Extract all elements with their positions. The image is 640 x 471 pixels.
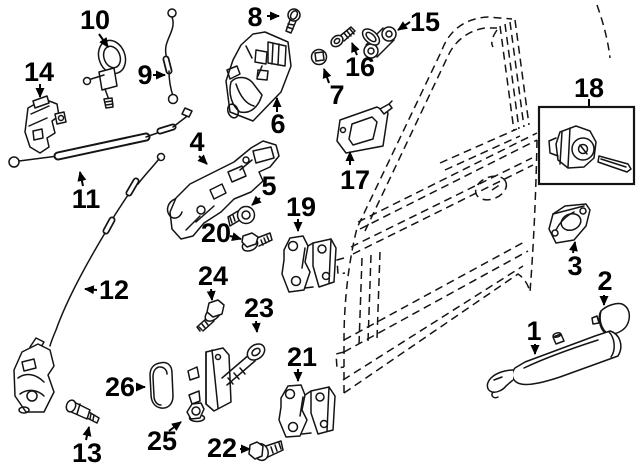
part-19-upper-hinge-drawing bbox=[281, 235, 337, 293]
callout-26[interactable]: 26 bbox=[105, 372, 146, 402]
part-8-screw-drawing bbox=[285, 8, 301, 34]
callout-10[interactable]: 10 bbox=[80, 5, 110, 48]
callout-18[interactable]: 18 bbox=[574, 73, 604, 106]
part-15-striker-drawing bbox=[361, 26, 397, 59]
callout-14-label[interactable]: 14 bbox=[24, 57, 54, 87]
part-16-bolt-drawing bbox=[330, 26, 356, 48]
part-1-exterior-handle-drawing bbox=[486, 330, 622, 399]
callout-4-label[interactable]: 4 bbox=[189, 127, 204, 157]
callout-3[interactable]: 3 bbox=[567, 241, 583, 281]
callout-22-label[interactable]: 22 bbox=[207, 433, 237, 463]
part-13-bolt-drawing bbox=[65, 399, 100, 424]
callout-7-label[interactable]: 7 bbox=[329, 80, 344, 110]
key-blank-drawing bbox=[597, 155, 632, 173]
callout-14[interactable]: 14 bbox=[24, 57, 54, 98]
callout-4[interactable]: 4 bbox=[189, 127, 208, 165]
callout-20-label[interactable]: 20 bbox=[201, 218, 231, 248]
part-23-check-strap-drawing bbox=[187, 343, 266, 412]
callout-6[interactable]: 6 bbox=[270, 97, 286, 139]
callout-8-label[interactable]: 8 bbox=[247, 2, 262, 32]
part-12-cable-latch-drawing bbox=[13, 152, 166, 414]
callout-20[interactable]: 20 bbox=[201, 218, 242, 248]
callout-13-label[interactable]: 13 bbox=[72, 438, 102, 468]
callout-15-label[interactable]: 15 bbox=[410, 7, 440, 37]
callout-25[interactable]: 25 bbox=[147, 421, 182, 456]
callout-25-label[interactable]: 25 bbox=[147, 426, 177, 456]
part-20-bolt-drawing bbox=[241, 232, 273, 252]
part-6-latch-drawing bbox=[225, 31, 292, 122]
part-26-cover-drawing bbox=[149, 361, 174, 409]
part-17-bezel-drawing bbox=[336, 100, 393, 154]
callout-1-label[interactable]: 1 bbox=[526, 316, 541, 346]
inset-box-18 bbox=[537, 105, 636, 186]
callout-15[interactable]: 15 bbox=[397, 7, 440, 37]
callout-21-label[interactable]: 21 bbox=[287, 342, 317, 372]
callout-5[interactable]: 5 bbox=[251, 171, 277, 206]
part-4-carrier-drawing bbox=[166, 140, 280, 240]
callout-11[interactable]: 11 bbox=[72, 171, 101, 214]
part-3-bracket-drawing bbox=[548, 203, 591, 244]
callout-23[interactable]: 23 bbox=[244, 293, 274, 333]
callout-19-label[interactable]: 19 bbox=[286, 192, 316, 222]
callout-11-label[interactable]: 11 bbox=[72, 184, 101, 214]
callout-17-label[interactable]: 17 bbox=[340, 165, 370, 195]
callout-16[interactable]: 16 bbox=[345, 42, 375, 82]
part-14-actuator-drawing bbox=[24, 95, 67, 154]
callout-21[interactable]: 21 bbox=[287, 342, 317, 382]
callout-23-label[interactable]: 23 bbox=[244, 293, 274, 323]
callout-2[interactable]: 2 bbox=[597, 266, 613, 306]
door-outline-drawing bbox=[335, 4, 611, 394]
callout-12[interactable]: 12 bbox=[84, 275, 129, 305]
part-7-grommet-drawing bbox=[310, 48, 328, 66]
callout-9[interactable]: 9 bbox=[137, 60, 166, 90]
callout-22[interactable]: 22 bbox=[207, 433, 251, 463]
callout-18-label[interactable]: 18 bbox=[574, 73, 604, 103]
part-22-bolt-drawing bbox=[248, 440, 284, 462]
part-5-screw-drawing bbox=[227, 205, 256, 227]
part-10-cable-loop-drawing bbox=[82, 39, 127, 109]
callout-26-label[interactable]: 26 bbox=[105, 372, 135, 402]
callout-24-label[interactable]: 24 bbox=[198, 261, 228, 291]
callout-16-label[interactable]: 16 bbox=[345, 52, 375, 82]
callout-13[interactable]: 13 bbox=[72, 426, 102, 468]
callout-5-label[interactable]: 5 bbox=[261, 171, 276, 201]
callout-1[interactable]: 1 bbox=[526, 316, 542, 355]
part-9-lock-rod-drawing bbox=[162, 8, 179, 105]
part-24-bolt-drawing bbox=[196, 299, 225, 332]
callout-10-label[interactable]: 10 bbox=[80, 5, 110, 35]
part-2-end-cap-drawing bbox=[591, 302, 631, 335]
part-25-nut-drawing bbox=[186, 402, 206, 423]
callout-12-label[interactable]: 12 bbox=[99, 275, 129, 305]
callout-2-label[interactable]: 2 bbox=[597, 266, 612, 296]
callout-17[interactable]: 17 bbox=[340, 151, 370, 195]
callout-19[interactable]: 19 bbox=[286, 192, 316, 232]
callout-6-label[interactable]: 6 bbox=[270, 109, 285, 139]
part-21-lower-hinge-drawing bbox=[278, 384, 336, 438]
callout-8[interactable]: 8 bbox=[247, 2, 280, 32]
callout-3-label[interactable]: 3 bbox=[567, 251, 582, 281]
callout-9-label[interactable]: 9 bbox=[137, 60, 152, 90]
callout-7[interactable]: 7 bbox=[322, 68, 345, 110]
lock-cylinder-drawing bbox=[548, 125, 597, 169]
part-11-cable-drawing bbox=[8, 107, 193, 168]
callouts: 1 2 3 4 5 6 7 8 bbox=[24, 2, 613, 468]
callout-24[interactable]: 24 bbox=[198, 261, 228, 301]
